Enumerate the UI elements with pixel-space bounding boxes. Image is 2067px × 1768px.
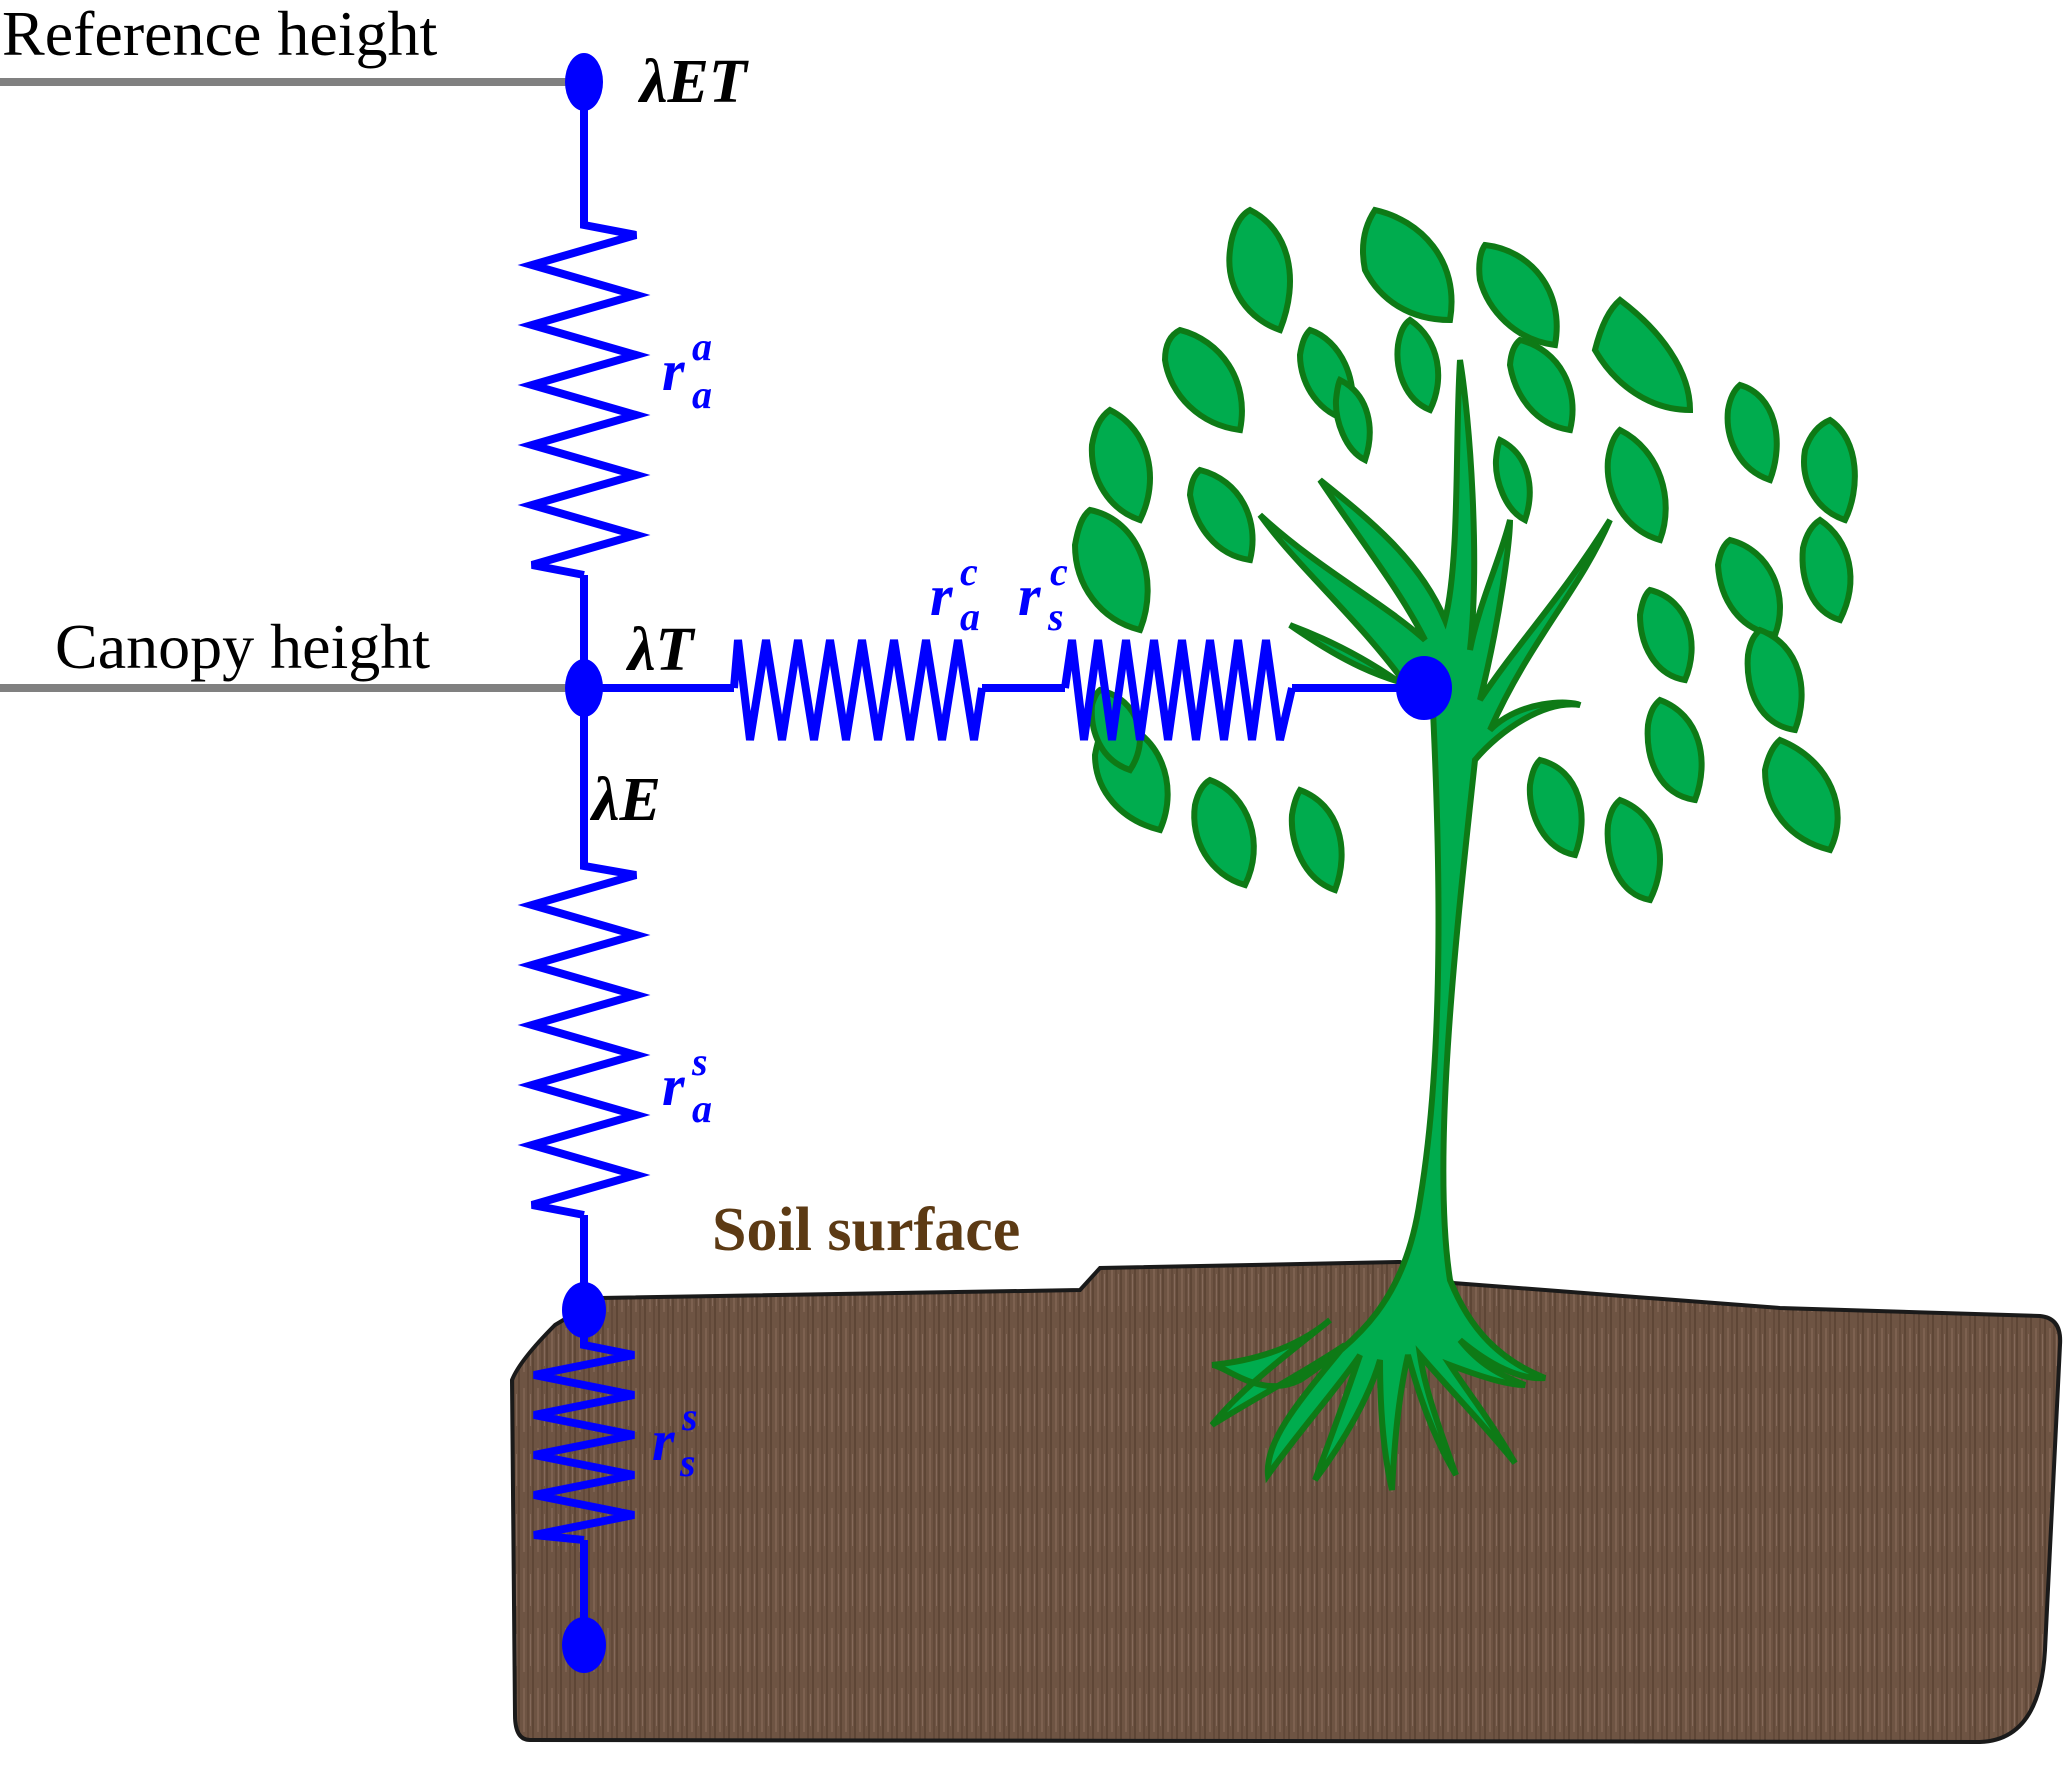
canopy-height-label: Canopy height [55,611,430,682]
leaf [1161,326,1245,434]
leaf [1088,406,1153,524]
leaf [1591,296,1694,414]
leaf [1191,776,1257,889]
resistance-label-rs-s: r s s [652,1394,698,1485]
flux-total-label: λET [637,48,749,116]
tree-trunk [1209,359,1613,1491]
svg-text:a: a [692,372,712,417]
leaf [1526,756,1585,859]
svg-text:s: s [679,1440,696,1485]
resistance-label-ra-a: r a a [662,324,712,417]
flux-transpiration-label: λT [625,616,696,684]
leaf [1394,316,1442,414]
resistor-ra-c [730,639,986,741]
leaf [1492,435,1533,525]
resistor-rs-c [1061,639,1296,741]
node-canopy-height [565,659,603,717]
leaf [1724,381,1780,484]
leaf [1288,786,1345,894]
node-soil-surface [562,1282,606,1338]
leaf [1476,241,1560,349]
tree-leaves [1071,206,1858,904]
svg-text:a: a [960,594,980,639]
leaf [1801,416,1858,524]
node-soil-depth [562,1617,606,1673]
resistance-label-ra-c: r c a [930,549,980,639]
svg-text:r: r [662,338,685,403]
leaf [1714,536,1783,639]
leaf [1636,586,1695,684]
resistance-label-rs-c: r c s [1018,549,1068,639]
leaf [1604,796,1663,904]
svg-text:r: r [662,1053,685,1118]
resistor-ra-a [517,210,651,579]
soil-block [509,1259,2063,1745]
soil-surface-label: Soil surface [712,1196,1020,1264]
svg-text:s: s [1047,594,1064,639]
leaf [1186,466,1256,564]
leaf [1332,375,1373,465]
svg-text:s: s [681,1394,698,1439]
leaf [1761,736,1841,854]
reference-height-label: Reference height [2,0,438,69]
soil-shape [509,1259,2063,1745]
leaf [1799,516,1854,624]
leaf [1506,336,1576,434]
node-reference-height [565,53,603,111]
leaf [1360,206,1455,324]
svg-text:r: r [1018,563,1041,628]
leaf [1744,626,1805,734]
flux-evaporation-label: λE [589,766,661,834]
leaf [1226,206,1293,334]
leaf [1071,506,1151,634]
resistor-ra-s [517,860,651,1219]
svg-text:c: c [1050,549,1068,594]
svg-text:r: r [652,1408,675,1473]
leaf [1644,696,1705,804]
tree [1071,206,1858,1491]
resistance-label-ra-s: r s a [662,1039,712,1131]
svg-text:r: r [930,563,953,628]
svg-text:s: s [691,1039,708,1084]
svg-text:c: c [960,549,978,594]
leaf [1604,426,1669,544]
resistor-rs-s [533,1310,635,1544]
svg-text:a: a [692,1086,712,1131]
svg-text:a: a [692,324,712,369]
node-leaf [1396,656,1452,720]
